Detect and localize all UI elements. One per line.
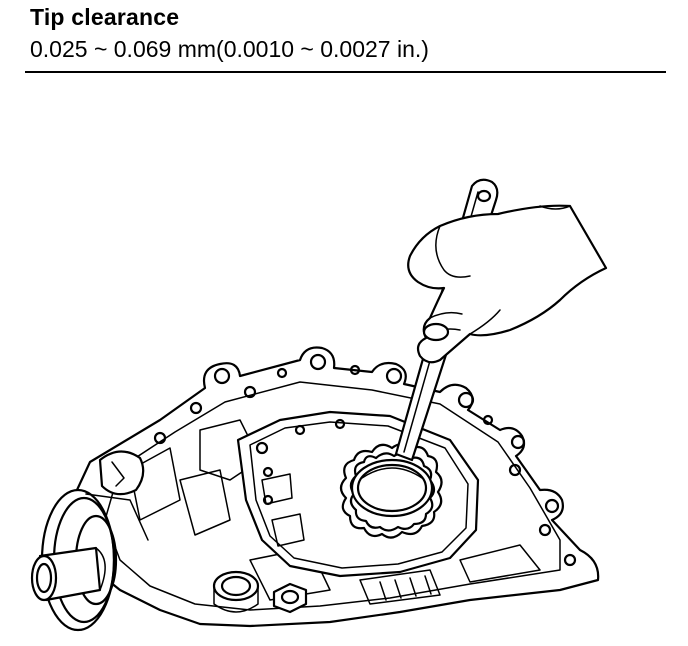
oil-pump-illustration <box>30 178 608 632</box>
hand <box>407 204 608 364</box>
pump-body <box>68 346 600 628</box>
spec-value: 0.025 ~ 0.069 mm(0.0010 ~ 0.0027 in.) <box>30 36 429 62</box>
relief-valve-plug <box>212 570 260 613</box>
spec-title: Tip clearance <box>30 4 180 30</box>
drive-pulley <box>30 488 118 632</box>
bolt-head <box>272 582 308 614</box>
gear-bracket <box>85 450 149 541</box>
inner-rotor <box>350 458 434 518</box>
divider <box>25 71 666 73</box>
